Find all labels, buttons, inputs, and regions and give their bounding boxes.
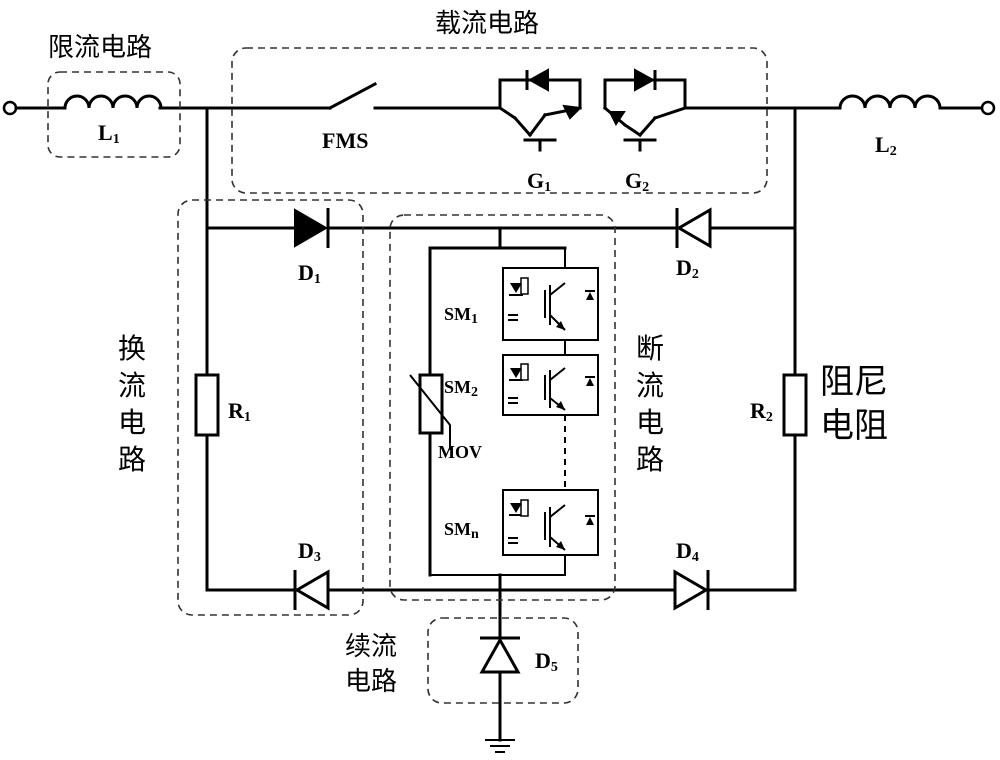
diode-d1 bbox=[294, 208, 330, 248]
label-l2: L2 bbox=[875, 132, 897, 159]
commutation-branch bbox=[205, 106, 797, 592]
mov-slash bbox=[409, 374, 451, 450]
left-terminal bbox=[2, 100, 18, 116]
sm-module-n bbox=[502, 489, 599, 556]
label-g2: G2 bbox=[625, 168, 649, 195]
title-breaking: 断 流 电 路 bbox=[636, 332, 664, 476]
resistor-r2 bbox=[782, 373, 808, 437]
inductor-l2 bbox=[838, 94, 942, 110]
svg-text:流: 流 bbox=[118, 369, 146, 402]
label-r2: R2 bbox=[750, 398, 773, 425]
label-mov: MOV bbox=[438, 442, 482, 462]
sm-module-1 bbox=[502, 248, 599, 341]
svg-text:电: 电 bbox=[636, 406, 664, 439]
right-terminal bbox=[980, 100, 996, 116]
title-freewheeling: 续流 电路 bbox=[345, 632, 397, 697]
diode-g1 bbox=[527, 68, 549, 92]
inductor-l1 bbox=[63, 94, 163, 110]
diode-d2 bbox=[675, 207, 712, 249]
label-d3: D3 bbox=[298, 538, 321, 565]
arrow-g1 bbox=[562, 104, 583, 120]
label-d5: D5 bbox=[535, 648, 558, 675]
diode-d4 bbox=[673, 569, 710, 611]
box-breaking bbox=[389, 214, 616, 601]
resistor-r1 bbox=[194, 373, 220, 437]
label-d4: D4 bbox=[676, 538, 699, 565]
igbt-pair bbox=[497, 68, 687, 152]
diode-d3 bbox=[293, 569, 330, 611]
label-g1: G1 bbox=[527, 168, 551, 195]
fms-switch bbox=[327, 81, 378, 111]
title-damping: 阻尼 电阻 bbox=[820, 362, 888, 446]
svg-text:续流: 续流 bbox=[345, 632, 397, 662]
svg-text:电: 电 bbox=[118, 406, 146, 439]
svg-text:电阻: 电阻 bbox=[820, 406, 888, 446]
label-sm1: SM1 bbox=[444, 304, 478, 327]
label-sm2: SM2 bbox=[444, 377, 478, 400]
label-l1: L1 bbox=[98, 120, 120, 147]
label-d2: D2 bbox=[676, 255, 699, 282]
label-r1: R1 bbox=[228, 398, 251, 425]
title-current-carrying: 载流电路 bbox=[435, 9, 539, 39]
main-line bbox=[2, 100, 996, 116]
diode-d5 bbox=[479, 636, 521, 674]
ground-icon bbox=[485, 739, 515, 753]
title-commutation: 换 流 电 路 bbox=[118, 332, 146, 476]
box-commutation bbox=[177, 199, 364, 616]
mov-varistor bbox=[418, 373, 444, 435]
label-fms: FMS bbox=[322, 128, 368, 153]
box-current-carrying bbox=[231, 47, 768, 194]
breaking-circuit bbox=[409, 226, 599, 742]
label-d1: D1 bbox=[298, 260, 321, 287]
label-smn: SMn bbox=[444, 519, 479, 542]
svg-text:路: 路 bbox=[636, 443, 664, 476]
svg-text:断: 断 bbox=[636, 332, 664, 365]
box-current-limiting bbox=[47, 71, 181, 158]
title-current-limiting: 限流电路 bbox=[48, 33, 152, 63]
svg-text:流: 流 bbox=[636, 369, 664, 402]
diode-g2 bbox=[634, 68, 656, 92]
sm-module-2 bbox=[502, 340, 599, 416]
arrow-g2 bbox=[608, 111, 626, 126]
svg-text:电路: 电路 bbox=[345, 667, 397, 697]
svg-text:路: 路 bbox=[118, 443, 146, 476]
svg-text:阻尼: 阻尼 bbox=[820, 362, 888, 402]
svg-text:换: 换 bbox=[118, 332, 146, 365]
box-freewheeling bbox=[427, 617, 579, 704]
